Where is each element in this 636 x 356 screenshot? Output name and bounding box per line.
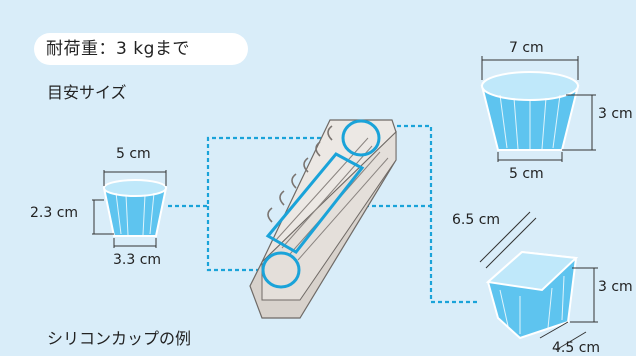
small-cup-bottom-width: 3.3 cm xyxy=(113,252,162,268)
round-cup-height: 3 cm xyxy=(598,106,633,122)
square-cup-bottom-width: 4.5 cm xyxy=(552,340,601,356)
square-cup-height: 3 cm xyxy=(598,279,633,295)
small-cup-height: 2.3 cm xyxy=(30,205,79,221)
round-cup-illustration xyxy=(480,71,580,151)
size-heading: 目安サイズ xyxy=(47,83,127,102)
capacity-badge: 耐荷重：3 kgまで xyxy=(34,33,248,65)
small-cup-dimension-lines xyxy=(92,170,167,248)
square-cup-illustration xyxy=(485,250,579,340)
round-cup-dimension-lines xyxy=(481,56,596,162)
small-cup-top-width: 5 cm xyxy=(116,146,151,162)
square-cup-top-width: 6.5 cm xyxy=(452,212,501,228)
connector-lines xyxy=(168,124,480,304)
round-cup-top-width: 7 cm xyxy=(509,40,544,56)
square-cup-dimension-lines xyxy=(479,211,598,351)
basket-illustration xyxy=(249,119,397,319)
small-cup-illustration xyxy=(102,179,168,237)
example-caption: シリコンカップの例 xyxy=(47,329,192,348)
round-cup-bottom-width: 5 cm xyxy=(509,166,544,182)
